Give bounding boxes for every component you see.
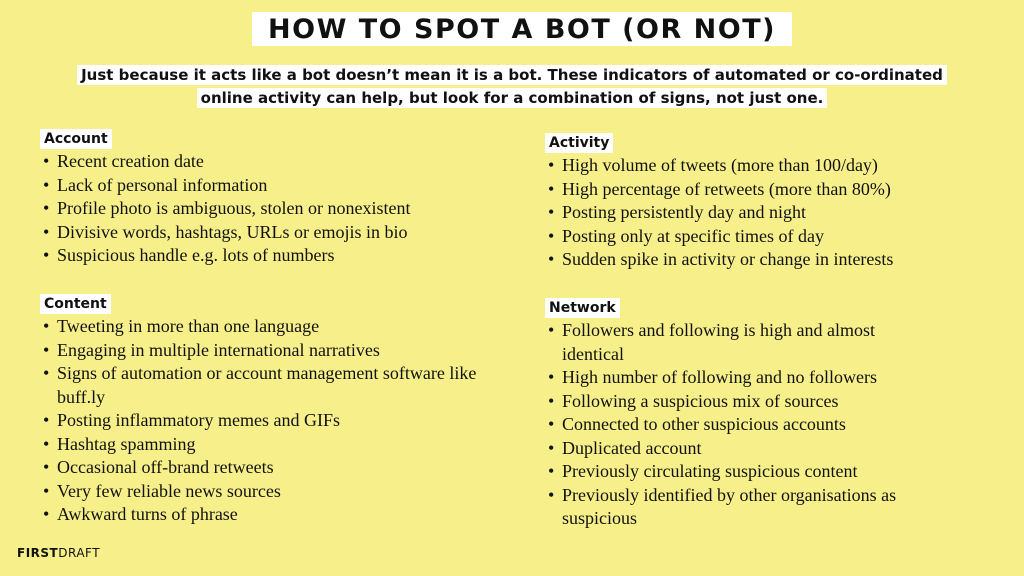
firstdraft-logo: FIRSTDRAFT bbox=[17, 546, 100, 560]
content-list: Tweeting in more than one language Engag… bbox=[40, 315, 480, 527]
section-heading: Content bbox=[40, 294, 111, 314]
list-item: Posting only at specific times of day bbox=[545, 225, 995, 249]
page-title: HOW TO SPOT A BOT (OR NOT) bbox=[252, 12, 792, 46]
section-heading: Network bbox=[545, 298, 620, 318]
section-network: Network Followers and following is high … bbox=[545, 298, 905, 531]
list-item: Posting persistently day and night bbox=[545, 201, 995, 225]
list-item: Hashtag spamming bbox=[40, 433, 480, 457]
list-item: Signs of automation or account managemen… bbox=[40, 362, 480, 409]
list-item: High number of following and no follower… bbox=[545, 366, 905, 390]
list-item: Followers and following is high and almo… bbox=[545, 319, 905, 366]
list-item: Lack of personal information bbox=[40, 174, 510, 198]
section-content: Content Tweeting in more than one langua… bbox=[40, 294, 480, 527]
section-heading: Account bbox=[40, 129, 112, 149]
intro-line-2: online activity can help, but look for a… bbox=[196, 88, 828, 108]
logo-light: DRAFT bbox=[58, 546, 101, 560]
list-item: Tweeting in more than one language bbox=[40, 315, 480, 339]
list-item: Engaging in multiple international narra… bbox=[40, 339, 480, 363]
list-item: High percentage of retweets (more than 8… bbox=[545, 178, 995, 202]
list-item: Connected to other suspicious accounts bbox=[545, 413, 905, 437]
section-account: Account Recent creation date Lack of per… bbox=[40, 129, 510, 268]
intro-text: Just because it acts like a bot doesn’t … bbox=[0, 64, 1024, 110]
list-item: Divisive words, hashtags, URLs or emojis… bbox=[40, 221, 510, 245]
network-list: Followers and following is high and almo… bbox=[545, 319, 905, 531]
list-item: Occasional off-brand retweets bbox=[40, 456, 480, 480]
list-item: High volume of tweets (more than 100/day… bbox=[545, 154, 995, 178]
list-item: Posting inflammatory memes and GIFs bbox=[40, 409, 480, 433]
list-item: Suspicious handle e.g. lots of numbers bbox=[40, 244, 510, 268]
list-item: Sudden spike in activity or change in in… bbox=[545, 248, 995, 272]
list-item: Duplicated account bbox=[545, 437, 905, 461]
logo-bold: FIRST bbox=[17, 546, 59, 560]
list-item: Profile photo is ambiguous, stolen or no… bbox=[40, 197, 510, 221]
list-item: Recent creation date bbox=[40, 150, 510, 174]
list-item: Previously identified by other organisat… bbox=[545, 484, 905, 531]
list-item: Following a suspicious mix of sources bbox=[545, 390, 905, 414]
activity-list: High volume of tweets (more than 100/day… bbox=[545, 154, 995, 272]
list-item: Previously circulating suspicious conten… bbox=[545, 460, 905, 484]
list-item: Awkward turns of phrase bbox=[40, 503, 480, 527]
intro-line-1: Just because it acts like a bot doesn’t … bbox=[77, 65, 947, 85]
list-item: Very few reliable news sources bbox=[40, 480, 480, 504]
account-list: Recent creation date Lack of personal in… bbox=[40, 150, 510, 268]
section-activity: Activity High volume of tweets (more tha… bbox=[545, 133, 995, 272]
section-heading: Activity bbox=[545, 133, 614, 153]
